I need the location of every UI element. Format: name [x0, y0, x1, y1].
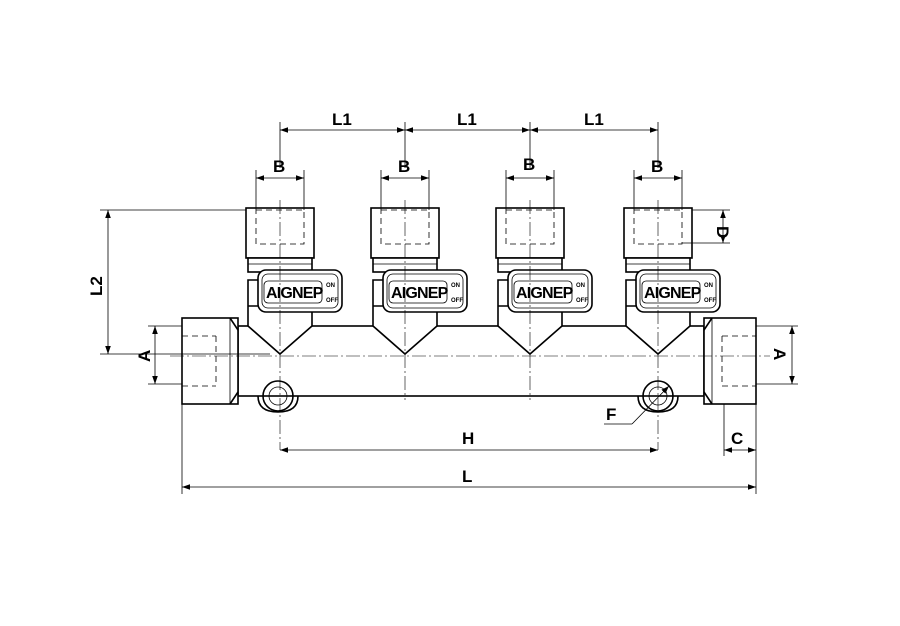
- label-c: C: [731, 429, 743, 448]
- valve-station-1: [245, 200, 343, 450]
- valve-station-2: [370, 200, 468, 400]
- label-l1-2: L1: [457, 110, 477, 129]
- valve-off-1: OFF: [326, 298, 338, 304]
- valve-off-2: OFF: [451, 298, 463, 304]
- valve-off-3: OFF: [576, 298, 588, 304]
- valve-stations: [245, 200, 721, 450]
- label-d: D: [713, 226, 732, 238]
- label-l2: L2: [87, 276, 106, 296]
- valve-brand-3: AIGNEP: [516, 285, 574, 302]
- label-a-right: A: [770, 348, 789, 360]
- valve-brand-4: AIGNEP: [644, 285, 702, 302]
- label-h: H: [462, 429, 474, 448]
- valve-station-4: [623, 200, 721, 450]
- label-l1-1: L1: [332, 110, 352, 129]
- dimension-labels: L1 L1 L1 B B B B D L2 A A F H C L: [87, 110, 789, 486]
- label-a-left: A: [135, 350, 154, 362]
- label-b-3: B: [523, 155, 535, 174]
- valve-station-3: [495, 200, 593, 400]
- label-b-2: B: [398, 157, 410, 176]
- valve-on-2: ON: [451, 283, 460, 289]
- valve-brand-1: AIGNEP: [266, 285, 324, 302]
- label-f: F: [606, 405, 616, 424]
- manifold-body: [170, 317, 770, 405]
- label-l1-3: L1: [584, 110, 604, 129]
- valve-off-4: OFF: [704, 298, 716, 304]
- mounting-hole-left: [256, 380, 300, 413]
- valve-on-4: ON: [704, 283, 713, 289]
- valve-brand-2: AIGNEP: [391, 285, 449, 302]
- label-b-1: B: [273, 157, 285, 176]
- valve-on-1: ON: [326, 283, 335, 289]
- valve-handle-text: AIGNEP ON OFF AIGNEP ON OFF AIGNEP ON OF…: [266, 283, 716, 304]
- valve-on-3: ON: [576, 283, 585, 289]
- label-l: L: [462, 467, 472, 486]
- dimension-lines: [100, 122, 798, 494]
- label-b-4: B: [651, 157, 663, 176]
